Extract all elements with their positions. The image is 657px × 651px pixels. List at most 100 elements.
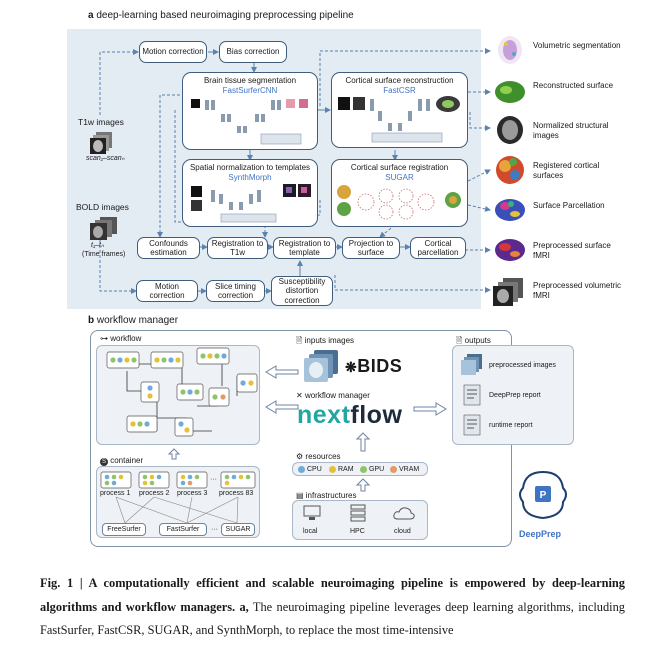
t1w-scans-label: scan₁–scanₙ: [86, 155, 125, 162]
infrastructures-label: ▤ infrastructures: [296, 491, 357, 500]
surface-parcellation-icon: [495, 199, 525, 221]
registration-t1w-step: Registration to T1w: [207, 237, 268, 259]
output-thumbnails: [493, 36, 525, 306]
resources-gear-icon: ⚙: [296, 452, 306, 461]
confounds-estimation-step: Confounds estimation: [137, 237, 200, 259]
sugar-label: SUGAR: [385, 173, 414, 182]
registration-template-step: Registration to template: [273, 237, 336, 259]
workflow-icon: ⊶: [100, 334, 111, 343]
spatial-normalization-box: Spatial normalization to templates Synth…: [182, 159, 318, 227]
container-label: S container: [100, 456, 144, 466]
ram-dot: [329, 466, 336, 473]
motion-correction-bottom-step: Motion correction: [136, 280, 198, 302]
process-3-label: process 3: [177, 490, 208, 497]
bids-brain-icon: ❋: [345, 359, 358, 375]
fastcsr-label: FastCSR: [383, 86, 416, 95]
normalized-structural-icon: [497, 116, 523, 144]
panel-b-title: b workflow manager: [88, 315, 179, 326]
bias-correction-step: Bias correction: [219, 41, 287, 63]
container-processes-graph: [100, 471, 256, 524]
panel-a-title: a deep-learning based neuroimaging prepr…: [88, 10, 354, 21]
t1w-scan-icon: [90, 132, 112, 154]
output-runtime-report: runtime report: [489, 422, 533, 429]
cloud-icon: [393, 507, 415, 520]
sugar-network-icon: [337, 185, 461, 220]
outputs-panel: preprocessed images DeepPrep report runt…: [452, 345, 574, 445]
workflow-dag-graph: [106, 347, 258, 437]
gpu-dot: [360, 466, 367, 473]
brain-tissue-segmentation-box: Brain tissue segmentation FastSurferCNN: [182, 72, 318, 150]
inputs-images-label: 🗎 inputs images: [296, 336, 355, 345]
outputs-label: 🗎 outputs: [456, 336, 491, 345]
synthmorph-network-icon: [191, 184, 311, 223]
vram-dot: [390, 466, 397, 473]
deepprep-logo-text: DeepPrep: [519, 529, 562, 539]
cortical-surface-reconstruction-box: Cortical surface reconstruction FastCSR: [331, 72, 468, 148]
process-2-label: process 2: [139, 490, 170, 497]
container-panel: process 1 process 2 process 3 ··· proces…: [96, 466, 260, 538]
resource-gpu: GPU: [369, 466, 385, 473]
resource-ram: RAM: [338, 466, 354, 473]
output-registered-surfaces: Registered cortical surfaces: [533, 161, 600, 180]
fastsurfercnn-network-icon: [191, 99, 308, 145]
brain-tissue-segmentation-title: Brain tissue segmentation: [203, 76, 297, 85]
figure-caption: Fig. 1 | A computationally efficient and…: [40, 572, 625, 643]
output-surface-parcellation: Surface Parcellation: [533, 201, 605, 210]
motion-correction-top-step: Motion correction: [139, 41, 207, 63]
volumetric-segmentation-icon: [498, 36, 522, 64]
bold-images-label: BOLD images: [76, 202, 129, 212]
resources-label: ⚙ resources: [296, 452, 341, 461]
deepprep-report-icon: [463, 384, 481, 406]
output-deepprep-report: DeepPrep report: [489, 392, 541, 399]
cortical-parcellation-step: Cortical parcellation: [410, 237, 466, 259]
t1w-images-label: T1w images: [78, 117, 124, 127]
fastsurfercnn-label: FastSurferCNN: [222, 86, 278, 95]
output-volumetric-fmri: Preprocessed volumetric fMRI: [533, 281, 622, 300]
container-up-arrow: [168, 448, 180, 460]
volumetric-fmri-icon: [493, 278, 523, 306]
output-surface-fmri: Preprocessed surface fMRI: [533, 241, 611, 260]
hpc-server-icon: [350, 504, 366, 522]
deepprep-logo-icon: P: [519, 470, 567, 520]
resources-up-arrow: [356, 432, 370, 452]
workflow-manager-label: ✕ workflow manager: [296, 391, 370, 400]
workflow-manager-icon: ✕: [296, 391, 305, 400]
tool-sugar: SUGAR: [221, 523, 255, 536]
panel-b-right-arrow: [413, 402, 447, 416]
process-1-label: process 1: [100, 490, 131, 497]
tool-ellipsis: ···: [211, 526, 218, 533]
outputs-file-icon: 🗎: [456, 336, 465, 345]
tool-freesurfer: FreeSurfer: [102, 523, 146, 536]
projection-to-surface-step: Projection to surface: [342, 237, 400, 259]
caption-title: Fig. 1 | A computationally efficient and…: [40, 576, 625, 614]
resource-cpu: CPU: [307, 466, 322, 473]
input-file-icon: 🗎: [296, 336, 305, 345]
reconstructed-surface-icon: [495, 81, 525, 103]
surface-fmri-icon: [495, 239, 525, 261]
caption-a-label: a,: [239, 599, 249, 614]
infra-hpc: HPC: [350, 528, 365, 535]
synthmorph-label: SynthMorph: [228, 173, 272, 182]
cortical-reconstruction-title: Cortical surface reconstruction: [345, 76, 454, 85]
infra-local: local: [303, 528, 318, 535]
container-icon: S: [100, 458, 108, 466]
resource-vram: VRAM: [399, 466, 420, 473]
output-reconstructed-surface: Reconstructed surface: [533, 81, 614, 90]
bold-frames-label: t₁–tₙ: [91, 242, 104, 249]
fastcsr-network-icon: [338, 96, 460, 143]
output-volumetric-segmentation: Volumetric segmentation: [533, 41, 621, 50]
infrastructure-up-arrow: [356, 478, 370, 492]
process-ellipsis: ···: [210, 476, 217, 483]
local-computer-icon: [303, 505, 321, 520]
process-83-label: process 83: [219, 490, 254, 497]
workflow-dag-panel: [96, 345, 260, 445]
preprocessed-images-icon: [461, 354, 482, 375]
spatial-normalization-title: Spatial normalization to templates: [189, 163, 311, 172]
cortical-registration-title: Cortical surface registration: [350, 163, 449, 172]
caption-body: The neuroimaging pipeline leverages deep…: [40, 599, 625, 638]
panel-b-left-arrows: [265, 365, 299, 414]
bold-frames-note: (Time frames): [82, 251, 126, 258]
output-normalized-structural: Normalized structural images: [533, 121, 609, 140]
registered-surfaces-icon: [496, 156, 524, 184]
input-brain-stack-icon: [304, 350, 338, 382]
